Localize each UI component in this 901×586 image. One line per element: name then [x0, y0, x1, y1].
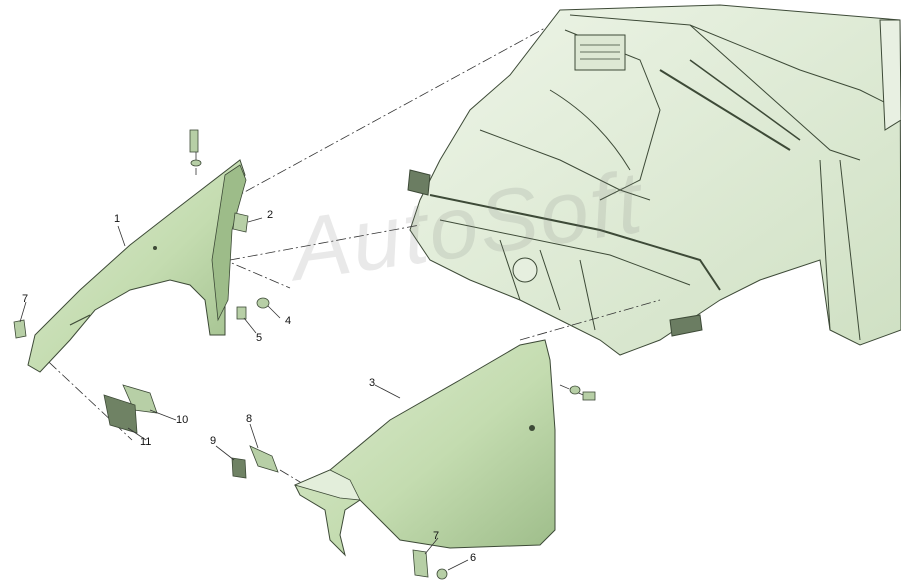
- vehicle-front-structure: [407, 4, 901, 356]
- callout-leaders: [19, 217, 469, 571]
- seal-part-11: [103, 394, 138, 434]
- callout-3[interactable]: 3: [369, 377, 376, 389]
- washer-right: [569, 385, 581, 395]
- callout-7-left[interactable]: 7: [22, 293, 29, 305]
- bracket-part-8: [249, 445, 279, 473]
- clip-part-7-left: [13, 319, 27, 339]
- callout-9[interactable]: 9: [210, 435, 217, 447]
- clip-part-7-right: [412, 549, 429, 578]
- callout-1[interactable]: 1: [114, 213, 121, 225]
- callout-4[interactable]: 4: [285, 315, 292, 327]
- bracket-part-2: [232, 212, 249, 233]
- washer-top: [190, 159, 202, 167]
- bolt-part-6: [436, 568, 448, 580]
- callout-10[interactable]: 10: [176, 414, 189, 426]
- callout-8[interactable]: 8: [246, 413, 253, 425]
- callout-2[interactable]: 2: [267, 209, 274, 221]
- washer-part-4: [256, 297, 270, 309]
- bolt-top: [189, 129, 199, 153]
- bolt-right: [582, 391, 596, 401]
- callout-5[interactable]: 5: [256, 332, 263, 344]
- left-front-fender[interactable]: [27, 159, 247, 373]
- callout-6[interactable]: 6: [470, 552, 477, 564]
- seal-part-9: [231, 457, 247, 479]
- callout-11[interactable]: 11: [140, 436, 152, 448]
- bolt-part-5: [236, 306, 247, 320]
- callout-7-right[interactable]: 7: [433, 530, 440, 542]
- right-front-fender[interactable]: [293, 339, 556, 557]
- assembly-leader-lines: [35, 27, 661, 501]
- small-fasteners: [13, 129, 596, 580]
